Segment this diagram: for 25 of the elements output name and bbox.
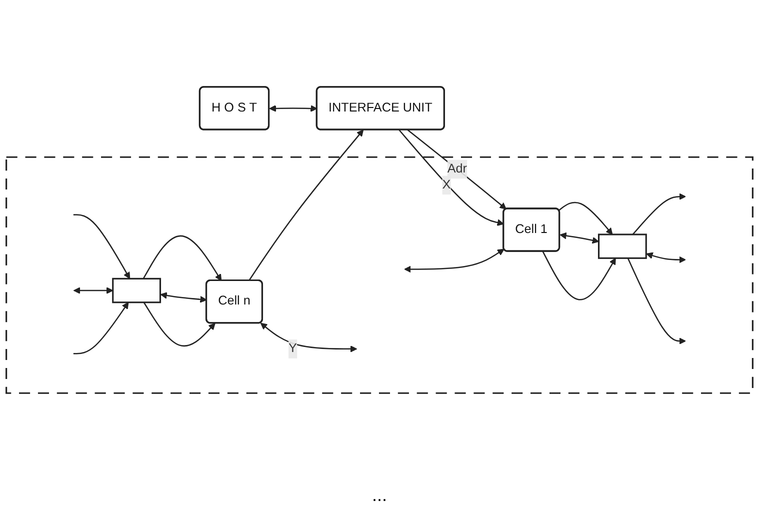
arrow	[269, 105, 318, 112]
arrow	[398, 129, 504, 226]
arrow	[73, 287, 114, 294]
arrow	[73, 302, 129, 354]
ellipsis-text: ...	[372, 485, 387, 505]
node-box	[598, 234, 647, 259]
arrow	[560, 232, 600, 244]
arrow	[646, 252, 686, 264]
arrow	[404, 248, 504, 273]
arrow	[627, 258, 686, 344]
arrow	[558, 202, 613, 235]
cluster	[6, 156, 754, 394]
arrow	[542, 251, 616, 300]
edge-label: Y	[288, 342, 297, 356]
node-box	[112, 278, 162, 304]
arrow	[73, 214, 130, 279]
arrow	[632, 193, 686, 235]
arrow	[260, 322, 358, 352]
arrow	[143, 302, 216, 347]
edge-label: X	[442, 178, 451, 192]
arrow	[160, 292, 207, 303]
arrow	[248, 130, 364, 281]
arrow	[142, 235, 222, 281]
edge-label: Adr	[447, 162, 467, 176]
arrow	[407, 129, 506, 210]
